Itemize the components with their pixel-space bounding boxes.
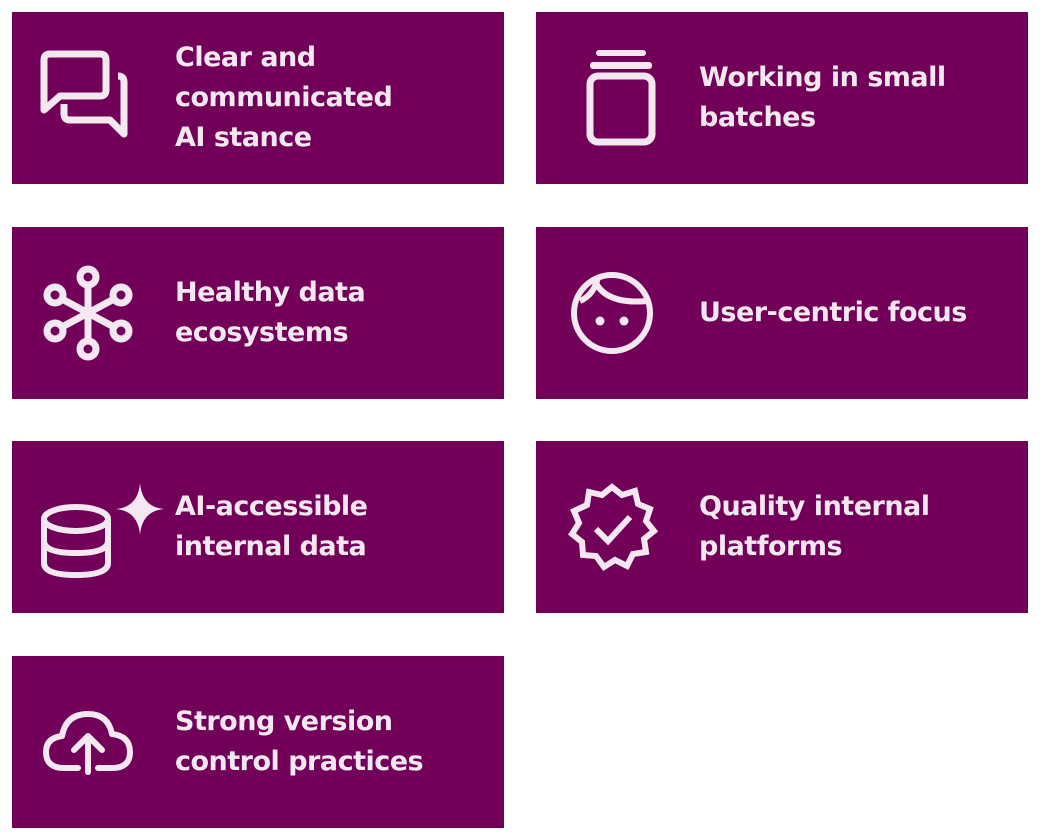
database-sparkle-icon xyxy=(40,479,164,579)
card-healthy-data: Healthy data ecosystems xyxy=(12,227,504,399)
card-label: Working in small batches xyxy=(699,62,946,133)
card-user-centric: User-centric focus xyxy=(536,227,1028,399)
card-label: AI-accessible internal data xyxy=(175,491,368,562)
chat-bubbles-icon xyxy=(40,50,136,146)
card-label: Clear and communicated AI stance xyxy=(175,42,393,153)
card-quality-platforms: Quality internal platforms xyxy=(536,441,1028,613)
card-ai-accessible-data: AI-accessible internal data xyxy=(12,441,504,613)
stacked-batches-icon xyxy=(564,50,660,146)
card-label: Healthy data ecosystems xyxy=(175,277,366,348)
card-clear-ai-stance: Clear and communicated AI stance xyxy=(12,12,504,184)
verified-badge-icon xyxy=(564,479,660,575)
cloud-upload-icon xyxy=(40,694,136,790)
card-version-control: Strong version control practices xyxy=(12,656,504,828)
card-label: Quality internal platforms xyxy=(699,491,930,562)
card-small-batches: Working in small batches xyxy=(536,12,1028,184)
card-label: Strong version control practices xyxy=(175,706,424,777)
card-label: User-centric focus xyxy=(699,297,967,328)
user-face-icon xyxy=(564,265,660,361)
network-hub-icon xyxy=(40,265,136,361)
